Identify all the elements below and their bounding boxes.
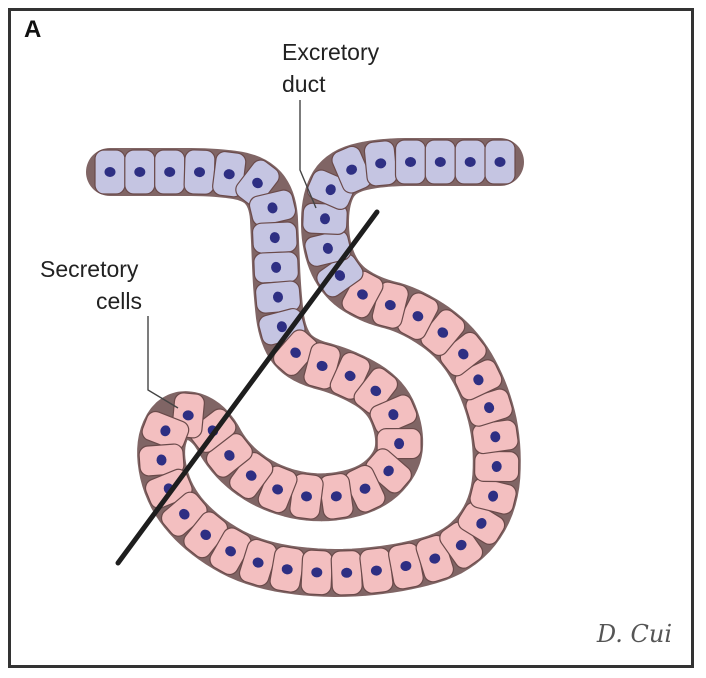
secretory-cells-label-line2: cells [96,288,143,314]
secretory-cell [209,527,252,576]
nucleus [272,484,284,495]
nucleus [225,546,236,557]
nucleus [269,232,280,244]
excretory-duct-label-line1: Excretory [282,39,380,65]
nucleus [200,529,212,541]
nucleus [488,490,499,502]
nucleus [325,184,336,196]
nucleus [473,374,484,386]
nucleus [491,461,502,472]
nucleus [252,177,263,189]
excretory-duct-label-line2: duct [282,71,326,97]
nucleus [394,438,405,450]
nucleus [370,565,382,576]
duct-cell [154,149,186,195]
secretory-cells-leader-line [147,316,179,409]
nucleus [271,261,282,273]
nucleus [370,385,382,397]
secretory-cell [474,450,520,483]
nucleus [224,450,235,461]
secretory-cell [330,549,363,596]
panel-letter: A [24,16,42,43]
secretory-cell [469,477,517,515]
duct-cell [183,149,216,195]
secretory-cell [439,331,487,377]
nucleus [357,289,368,300]
nucleus [104,167,116,177]
section-plane-line [115,209,380,566]
artist-signature: D. Cui [596,620,672,648]
nucleus [301,491,312,502]
nucleus [252,557,264,568]
duct-cell [94,149,126,195]
duct-cell [363,140,398,187]
nucleus [405,157,416,167]
nucleus [437,327,449,338]
duct-cell [124,149,156,195]
secretory-cell [269,545,305,593]
nucleus [160,425,171,437]
duct-cell [424,139,456,185]
nucleus [245,470,257,481]
nucleus [330,491,342,502]
nucleus [412,311,424,322]
nucleus [276,321,287,333]
nucleus [164,167,176,177]
nucleus [429,553,441,564]
nucleus [341,567,353,578]
nucleus [334,270,346,281]
nucleus [223,169,235,180]
nucleus [156,454,167,466]
nucleus [134,167,146,177]
secretory-cell [371,281,409,329]
nucleus [375,158,387,169]
secretory-cell [318,472,354,520]
nucleus [384,300,396,311]
nucleus [458,348,469,360]
duct-cell [484,139,516,185]
nucleus [346,164,358,175]
secretory-cell [141,410,190,451]
excretory-duct-leader-line [299,100,317,209]
nucleus [319,213,331,225]
duct-cell [454,139,486,185]
nucleus [464,157,476,167]
secretory-cell [359,547,394,594]
nucleus [359,483,371,494]
secretory-cell [369,394,418,435]
duct-cell [251,221,298,254]
duct-cell [253,251,299,284]
secretory-cell [160,491,208,537]
nucleus [179,508,190,520]
nucleus [290,347,301,358]
nucleus [400,560,412,572]
nucleus [182,410,194,421]
duct-cell [235,159,280,207]
nucleus [388,409,399,421]
nucleus [344,370,356,381]
nucleus [322,242,333,254]
nucleus [311,567,323,578]
nucleus [490,431,501,443]
secretory-cell [353,367,399,415]
secretory-cells-label-line1: Secretory [40,256,139,282]
nucleus [484,402,495,414]
nucleus [267,202,278,214]
secretory-cell [289,473,324,520]
nucleus [316,360,328,371]
nucleus [272,291,284,303]
secretory-cell [439,521,484,569]
nucleus [383,465,394,477]
nucleus [494,157,506,167]
nucleus [434,157,446,167]
nucleus [281,564,293,575]
duct-cell [394,139,427,185]
nucleus [194,167,205,178]
nucleus [455,539,467,551]
secretory-cell [300,549,334,596]
secretory-cell [238,538,278,587]
nucleus [476,518,487,529]
